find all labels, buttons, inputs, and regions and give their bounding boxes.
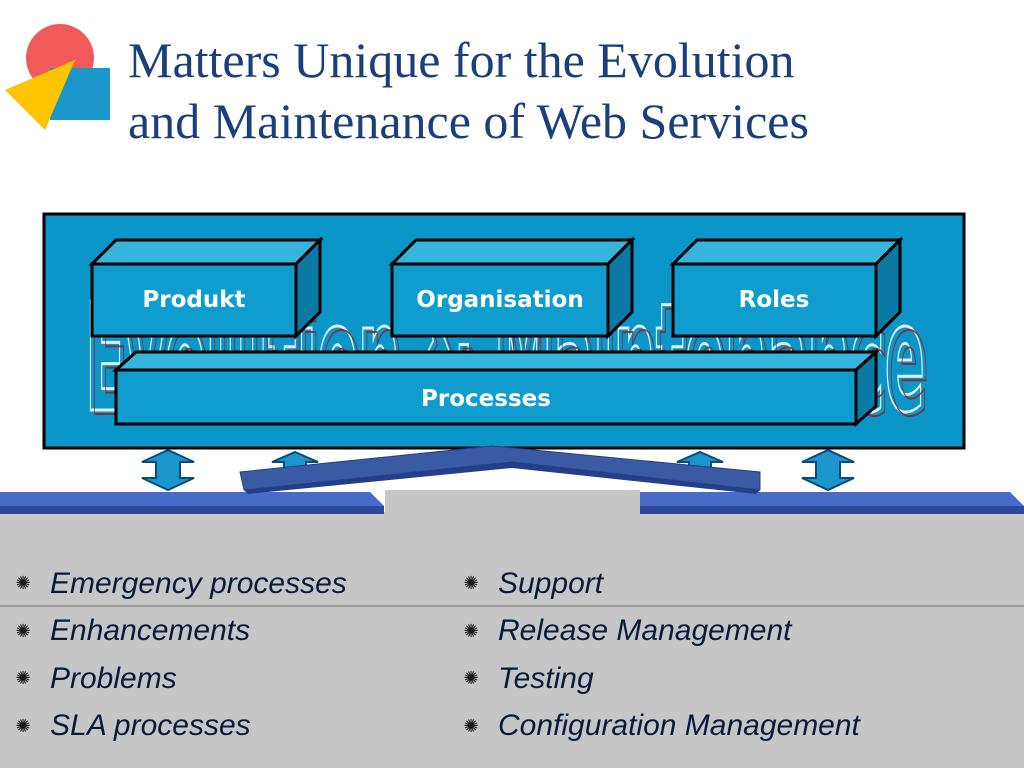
- list-item: ✺Release Management: [458, 608, 860, 656]
- right-list: ✺Support ✺Release Management ✺Testing ✺C…: [458, 560, 860, 751]
- list-item: ✺Emergency processes: [10, 560, 346, 608]
- title-line-1: Matters Unique for the Evolution: [128, 32, 795, 88]
- asterisk-bullet-icon: ✺: [15, 573, 31, 594]
- title-line-2: and Maintenance of Web Services: [128, 93, 809, 149]
- produkt-label: Produkt: [142, 287, 245, 313]
- double-arrow-icon: [801, 448, 855, 492]
- roles-box: Roles: [669, 236, 904, 340]
- roof-shape: [239, 445, 761, 494]
- organisation-label: Organisation: [416, 287, 583, 313]
- asterisk-bullet-icon: ✺: [463, 573, 479, 594]
- left-list: ✺Emergency processes ✺Enhancements ✺Prob…: [10, 560, 347, 751]
- asterisk-bullet-icon: ✺: [15, 668, 31, 689]
- processes-bar: Processes: [112, 348, 880, 428]
- list-item: ✺Problems: [10, 655, 347, 703]
- list-item: ✺SLA processes: [10, 703, 347, 751]
- roles-label: Roles: [739, 287, 810, 313]
- asterisk-bullet-icon: ✺: [463, 620, 479, 641]
- shapes-logo-icon: [5, 24, 110, 130]
- right-ledge: [640, 492, 1024, 514]
- list-item: ✺Enhancements: [10, 608, 347, 656]
- list-item: ✺Configuration Management: [458, 703, 859, 751]
- asterisk-bullet-icon: ✺: [463, 668, 479, 689]
- footer-panel: [0, 512, 1024, 768]
- asterisk-bullet-icon: ✺: [15, 715, 31, 736]
- organisation-box: Organisation: [388, 236, 636, 340]
- asterisk-bullet-icon: ✺: [15, 620, 31, 641]
- list-item: ✺Support: [458, 560, 860, 608]
- asterisk-bullet-icon: ✺: [463, 715, 479, 736]
- double-arrow-icon: [141, 448, 195, 492]
- slide-title: Matters Unique for the Evolution and Mai…: [128, 30, 1008, 152]
- list-item: ✺Testing: [458, 655, 860, 703]
- left-ledge: [0, 492, 384, 514]
- bullet-lists: ✺Emergency processes ✺Enhancements ✺Prob…: [0, 560, 1024, 743]
- processes-label: Processes: [421, 386, 551, 412]
- produkt-box: Produkt: [88, 236, 324, 340]
